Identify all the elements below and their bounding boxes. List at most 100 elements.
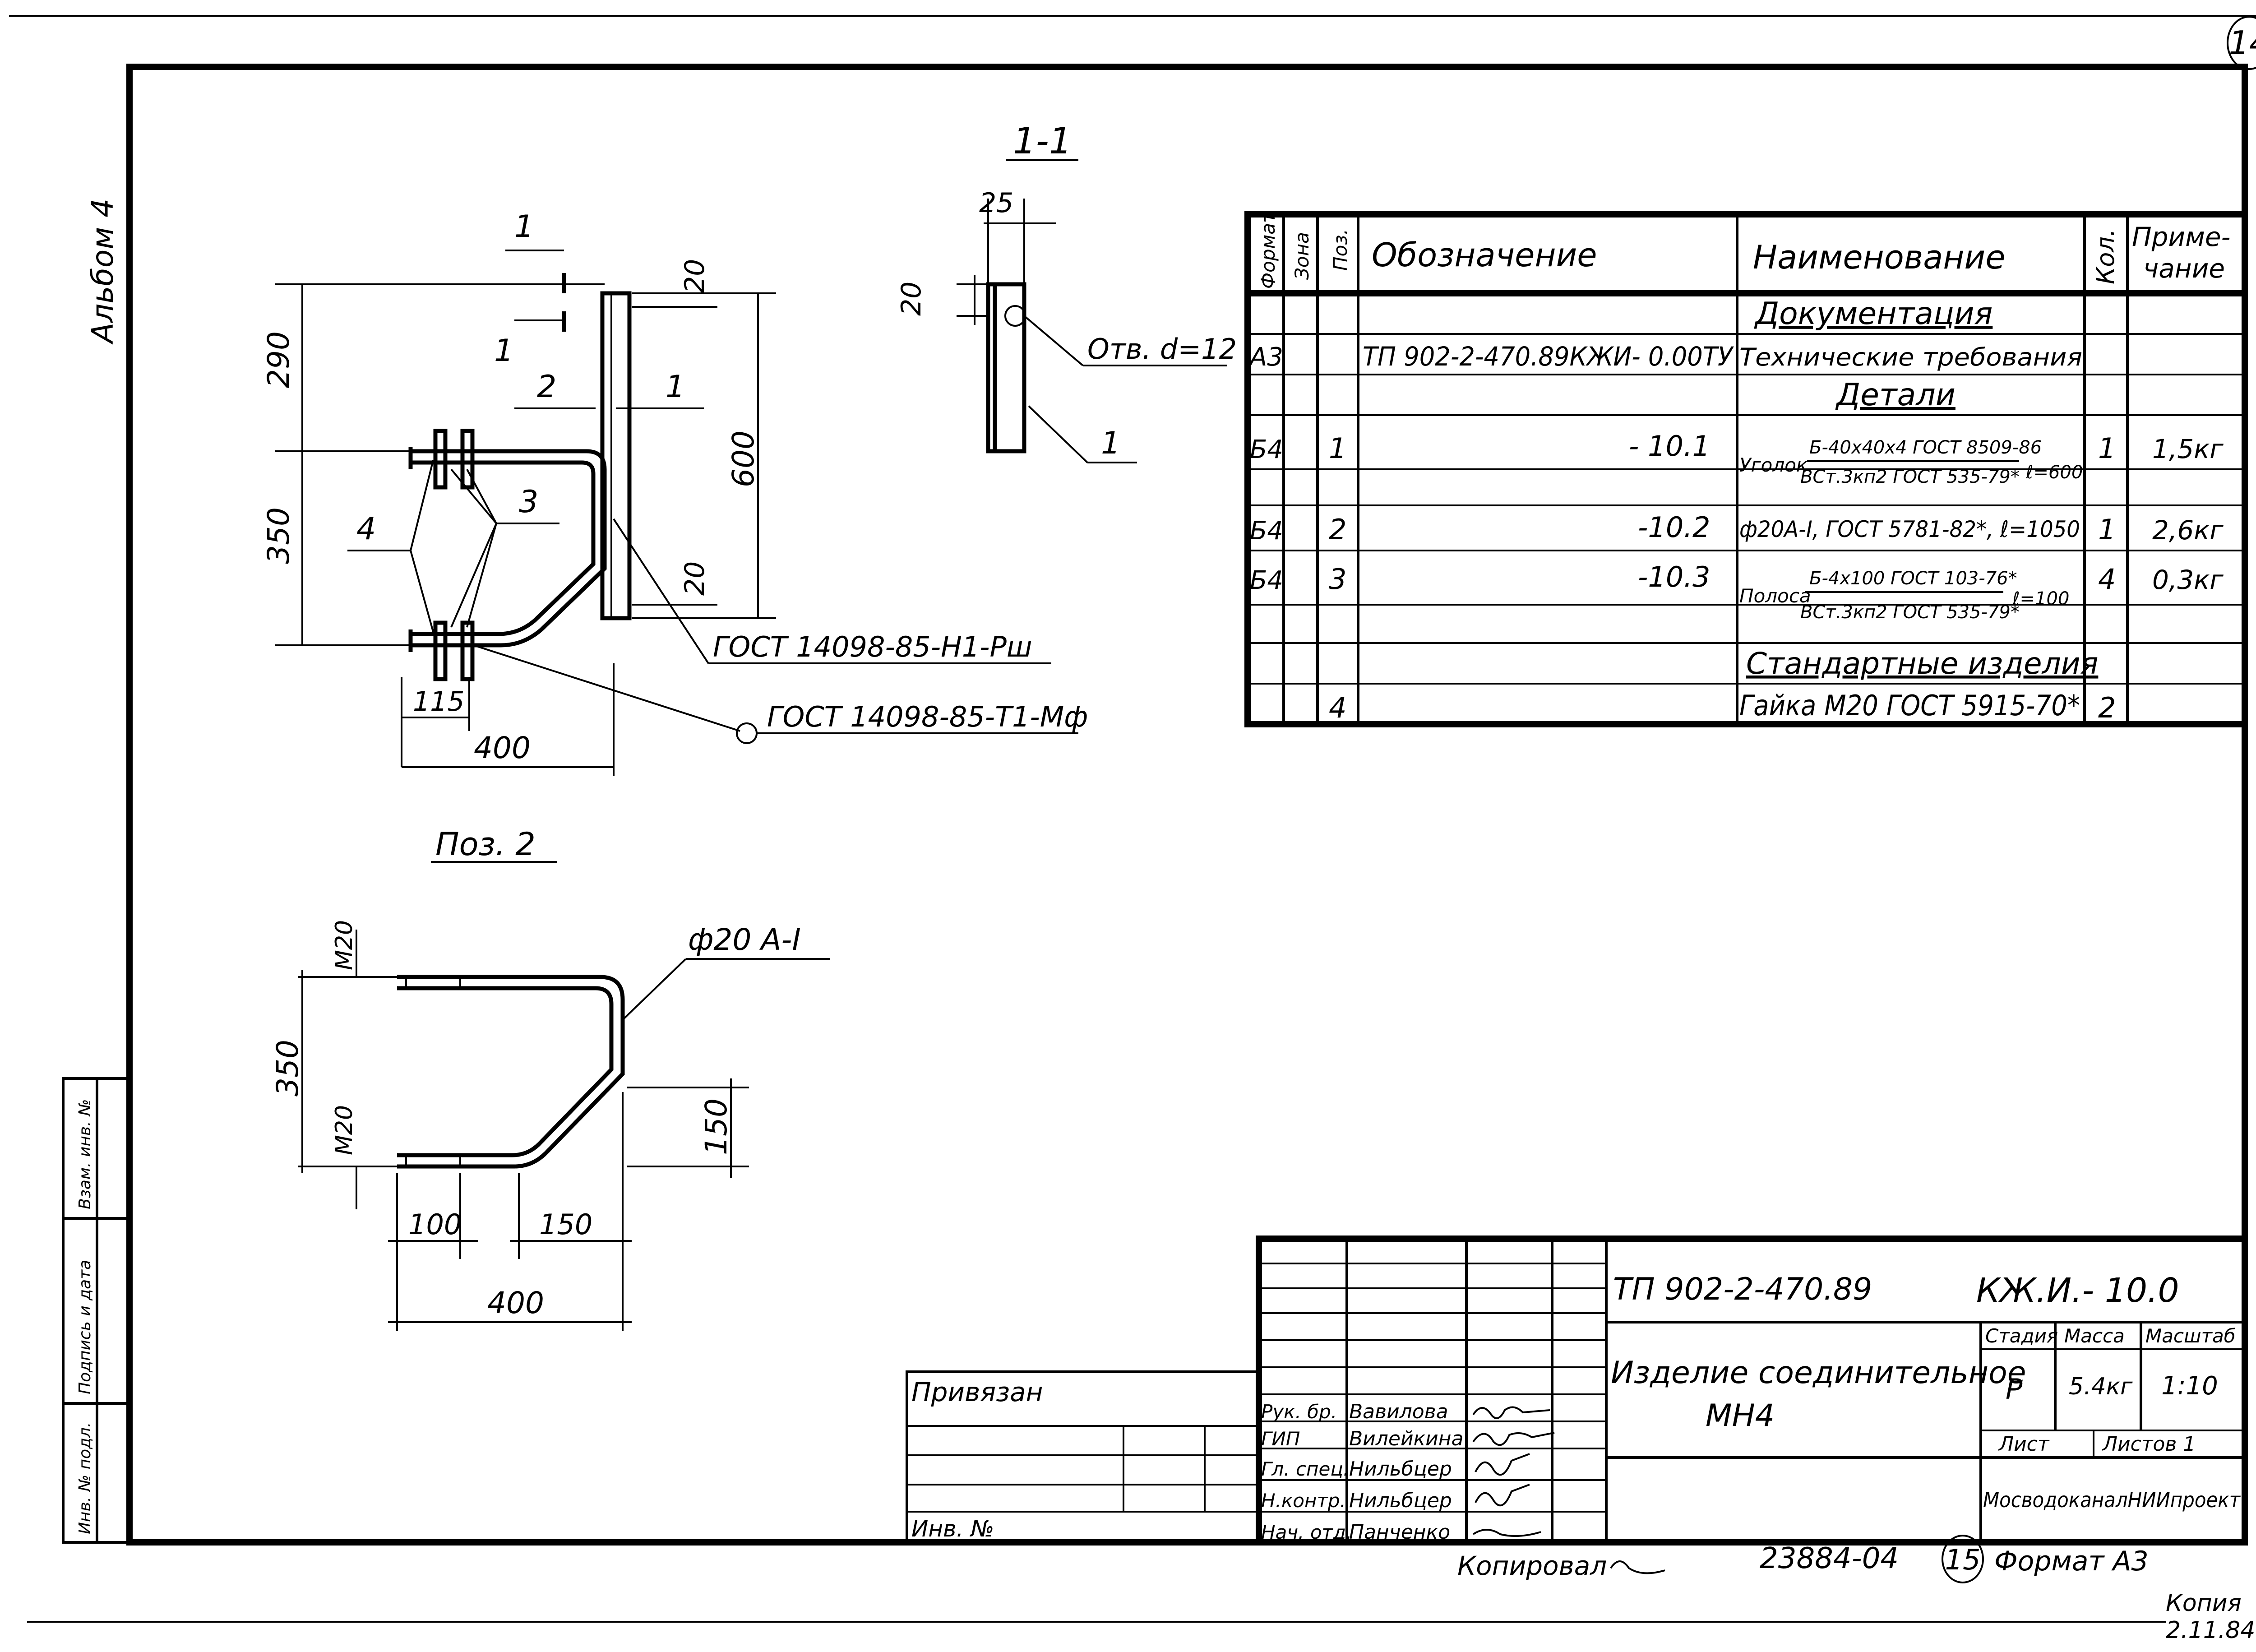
r1-note: 1,5кг [2152,434,2224,464]
tb-role-2: ГИП [1261,1428,1300,1450]
section-mark-bottom: 1 [494,333,513,369]
pos-label-3: 3 [519,484,538,520]
spec-table: Формат Зона Поз. Обозначение Наименовани… [1244,211,2248,727]
r3-designation: -10.3 [1638,560,1710,593]
tb-name-4: Нильбцер [1349,1489,1452,1512]
bottom-note-2: 2.11.84 [2166,1617,2255,1644]
hdr-note-2: чание [2143,253,2225,284]
hdr-zone: Зона [1291,232,1313,280]
inv-no-label: Инв. № [911,1516,994,1542]
tb-name-3: Нильбцер [1349,1458,1452,1481]
weld-callout-2: ГОСТ 14098-85-Т1-Мф [767,700,1088,733]
side-inv-repl: Взам. инв. № [76,1099,94,1209]
bent-rod-part-2 [411,449,607,648]
dim-600: 600 [726,430,761,487]
hdr-name: Наименование [1753,238,2006,276]
tb-mark: КЖ.И.- 10.0 [1976,1271,2179,1310]
dim-20-section: 20 [896,282,927,316]
tb-role-5: Нач. отд. [1261,1521,1352,1543]
pos2-title: Поз. 2 [435,826,536,863]
pos-label-4: 4 [356,511,376,547]
r3-note: 0,3кг [2152,565,2224,595]
tb-name-1: Вавилова [1349,1400,1448,1423]
r2-designation: -10.2 [1638,511,1710,544]
signature [1472,1529,1541,1537]
doc-name: Технические требования [1739,343,2082,371]
r2-name: ф20А-I, ГОСТ 5781-82*, ℓ=1050 [1739,516,2080,542]
side-stamp: Инв. № подл. Подпись и дата Взам. инв. № [62,1077,131,1544]
r3-length: ℓ=100 [2012,588,2069,609]
sheet-number-circle [2227,16,2256,70]
archive-no: 23884-04 [1760,1542,1899,1575]
section-details: Детали [1835,377,1956,413]
dim-350: 350 [261,507,296,564]
hdr-designation: Обозначение [1372,236,1597,274]
pos2-dim-150-h: 150 [539,1208,592,1241]
tb-name-5: Панченко [1349,1521,1450,1544]
r4-pos: 4 [1329,691,1346,724]
binding-block: Привязан Инв. № [906,1370,1260,1544]
r1-pos: 1 [1329,432,1346,465]
pos-2-view: Поз. 2 350 M20 M20 150 ф20 А-I 100 150 4… [270,826,830,1331]
sheet-number: 14 [2228,24,2256,62]
pos2-dim-150-v: 150 [699,1098,734,1155]
r4-name: Гайка М20 ГОСТ 5915-70* [1739,689,2080,722]
tb-org: МосводоканалНИИпроект [1983,1488,2241,1512]
r3-pos: 3 [1329,563,1346,596]
tb-role-4: Н.контр. [1261,1490,1346,1512]
pos2-dim-400: 400 [487,1286,544,1320]
tb-mass-label: Масса [2064,1325,2125,1347]
pos-label-1: 1 [666,369,685,405]
dim-400: 400 [474,731,531,765]
tb-role-1: Рук. бр. [1261,1401,1337,1423]
pos2-dim-m20-bottom: M20 [331,1105,358,1155]
dim-115: 115 [413,686,465,717]
tb-code: ТП 902-2-470.89 [1613,1272,1872,1307]
pos2-rod [397,975,625,1169]
hdr-qty: Кол. [2091,229,2120,284]
page-circle [1942,1535,1984,1583]
weld-callout-1: ГОСТ 14098-85-Н1-Рш [713,630,1032,663]
r2-format: Б4 [1250,516,1283,546]
r3-name-bottom: ВСт.3кп2 ГОСТ 535-79* [1800,602,2020,623]
side-sign-date: Подпись и дата [76,1260,94,1394]
tb-name-2: Вилейкина [1349,1427,1463,1450]
section-mark-top: 1 [514,209,534,245]
tb-sheets-label: Листов 1 [2102,1433,2196,1456]
section-title: 1-1 [1013,120,1072,162]
r3-qty: 4 [2098,563,2116,596]
hole-callout: Отв. d=12 [1087,333,1237,366]
rod-callout: ф20 А-I [688,922,801,957]
tb-role-3: Гл. спец. [1261,1458,1349,1480]
tb-title-2: МН4 [1706,1398,1775,1434]
pos-label-2: 2 [537,369,556,405]
copied-by: Копировал [1457,1550,1607,1581]
tb-stage: Р [2006,1373,2023,1406]
signature [1472,1432,1555,1446]
pos2-dim-m20-top: M20 [331,920,358,970]
section-documentation: Документация [1754,296,1992,332]
signature [1472,1406,1550,1419]
section-pos-1: 1 [1101,426,1120,461]
signature [1475,1453,1530,1476]
r3-format: Б4 [1250,566,1283,595]
section-1-1: 1-1 25 20 Отв. d=12 1 [896,120,1237,463]
album-label: Альбом 4 [85,199,120,345]
tb-scale-label: Масштаб [2145,1325,2236,1347]
tb-scale: 1:10 [2161,1371,2218,1401]
title-block: ТП 902-2-470.89 КЖ.И.- 10.0 Изделие соед… [1256,1236,2248,1546]
hole [1004,305,1026,327]
hdr-note-1: Приме- [2132,222,2231,252]
dim-20-top: 20 [679,259,711,293]
r1-length: ℓ=600 [2025,462,2083,483]
hdr-pos: Поз. [1329,229,1351,271]
r2-qty: 1 [2098,513,2116,546]
r1-designation: - 10.1 [1629,430,1710,463]
main-view: 1 1 2 1 3 4 ГОСТ 14098-85-Н1-Рш ГОСТ 140… [261,209,1088,776]
dim-25: 25 [979,187,1013,219]
r2-pos: 2 [1329,513,1346,546]
r2-note: 2,6кг [2152,515,2224,546]
section-standard: Стандартные изделия [1746,646,2098,681]
pos2-dim-350: 350 [270,1040,305,1097]
